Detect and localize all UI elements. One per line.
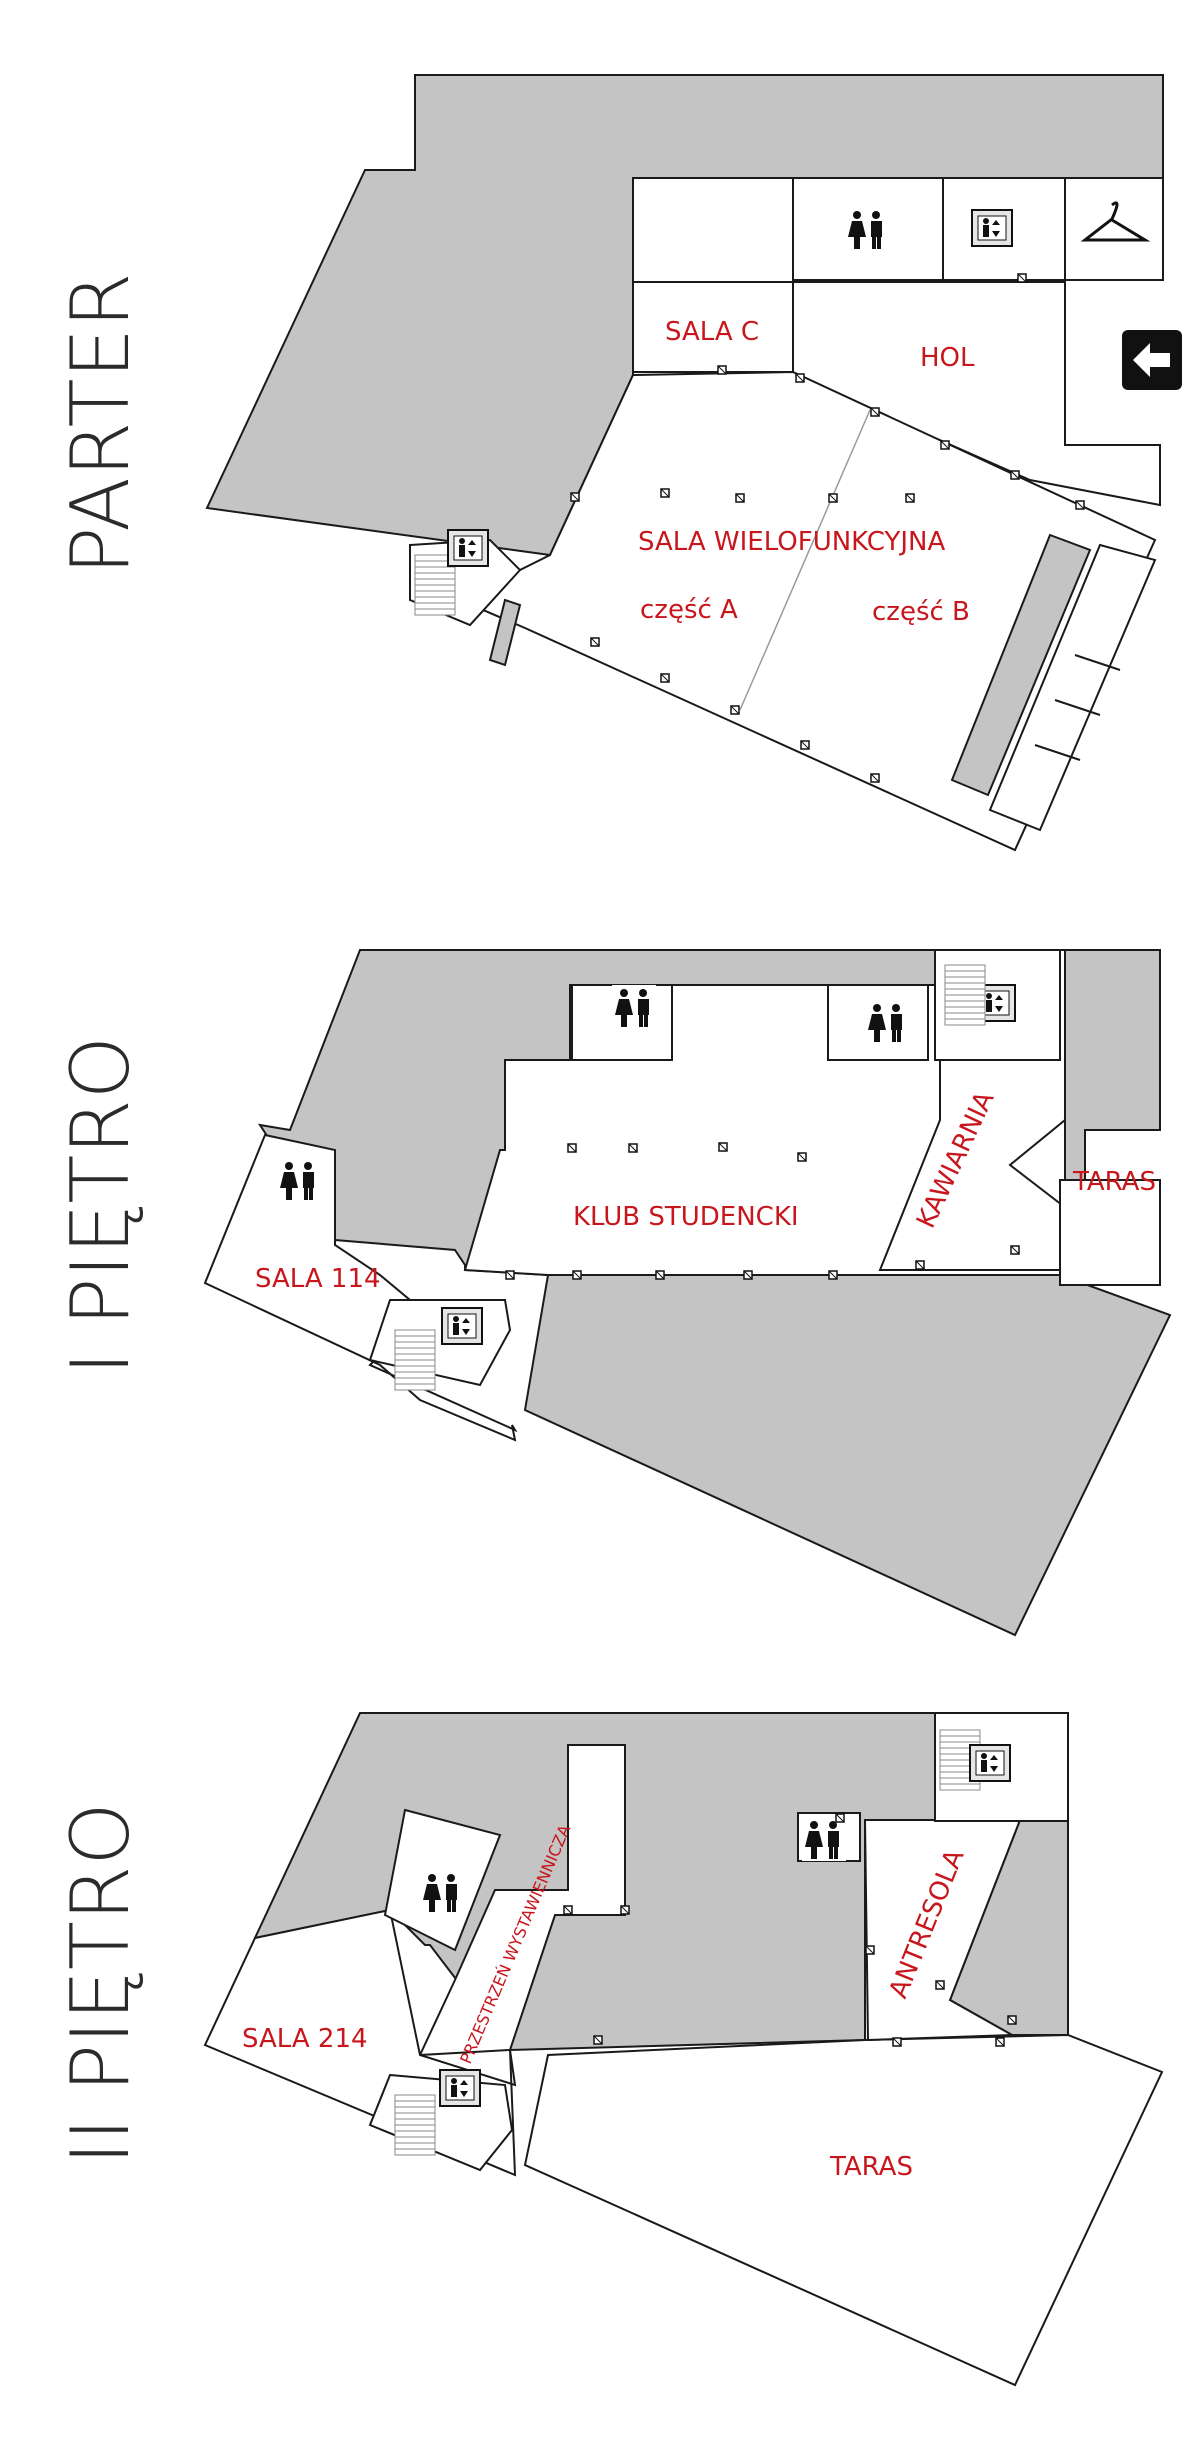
side-rooms: [988, 543, 1157, 832]
elevator-icon: [971, 209, 1013, 247]
entrance-arrow-icon[interactable]: [1122, 330, 1182, 390]
elevator-icon: [969, 1744, 1011, 1782]
toilet-icon: [802, 1817, 846, 1861]
toilet-icon: [865, 1000, 909, 1044]
room-label-czesc-b: część B: [872, 597, 970, 627]
room-label-sala-214: SALA 214: [242, 2024, 368, 2054]
stairs-icon: [394, 2094, 436, 2156]
floor-pietro-1: I PIĘTRO SALA 114 KLUB STUDENCKI KAWIARN…: [54, 949, 1172, 1637]
stairs-icon: [944, 964, 986, 1026]
elevator-icon: [439, 2069, 481, 2107]
floor-parter: PARTER: [54, 74, 1182, 852]
toilet-icon: [612, 985, 656, 1029]
room-label-hol: HOL: [920, 343, 975, 373]
room-label-sala-114: SALA 114: [255, 1264, 381, 1294]
room-label-taras-2: TARAS: [829, 2152, 913, 2182]
stage-strip: [950, 533, 1092, 797]
cloakroom-icon: [1080, 201, 1151, 242]
room-label-sala-c: SALA C: [665, 317, 759, 347]
toilet-icon: [420, 1870, 464, 1914]
floor-title-pietro-2: II PIĘTRO: [54, 1803, 147, 2165]
floor-title-parter: PARTER: [54, 272, 147, 575]
toilet-icon: [277, 1158, 321, 1202]
floor-title-pietro-1: I PIĘTRO: [54, 1036, 147, 1375]
cloakroom-block: [1064, 177, 1164, 281]
room-przestrzen-wystawiennicza: [418, 1744, 626, 2057]
room-taras: [1059, 1179, 1161, 1286]
stairs-icon: [394, 1329, 436, 1391]
toilet-icon: [845, 207, 889, 251]
room-label-sala-wielofunkcyjna: SALA WIELOFUNKCYJNA: [638, 527, 945, 557]
elevator-icon: [447, 529, 489, 567]
room-sala-114: [203, 1133, 518, 1442]
room-label-klub-studencki: KLUB STUDENCKI: [573, 1202, 799, 1232]
room-label-taras: TARAS: [1072, 1167, 1156, 1197]
room-label-czesc-a: część A: [640, 595, 738, 625]
room-taras: [523, 2033, 1164, 2387]
floor-pietro-2: II PIĘTRO SALA 214 PRZESTRZEŃ WYSTAWIENN…: [54, 1712, 1164, 2387]
elevator-icon: [441, 1307, 483, 1345]
stairs-area: [368, 1299, 512, 1387]
